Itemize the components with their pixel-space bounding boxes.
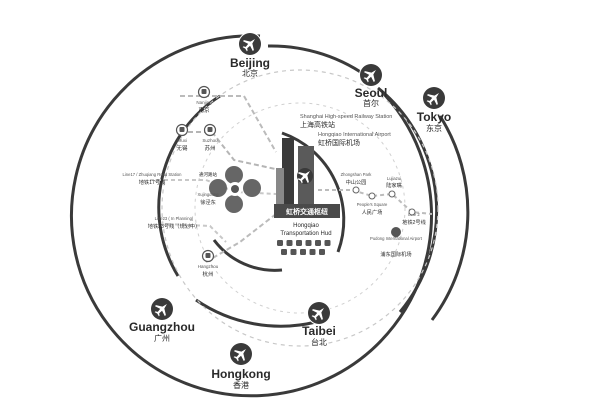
coach-icon	[309, 249, 316, 255]
metro-label-xujing_zh: 徐泾东	[200, 198, 216, 206]
hub-building-rail	[282, 138, 294, 210]
car-icon	[324, 240, 331, 246]
airplane-icon	[277, 240, 283, 246]
hub-airport-zh: 虹桥国际机场	[318, 138, 360, 147]
station-name-zh: 无锡	[176, 144, 188, 152]
city-name-zh: 广州	[154, 333, 170, 343]
middle-ring-arc	[377, 86, 439, 313]
hub-title-en-1: Hongqiao	[293, 223, 319, 229]
hub-ring-arc-left	[212, 239, 283, 272]
train-glyph	[201, 89, 207, 94]
hub-banner-text: 虹桥交通枢纽	[286, 207, 328, 216]
rail-line-nanjing	[180, 95, 277, 153]
metro-label-zhujia_en: 通河路站	[199, 171, 217, 178]
hub-railway-zh: 上海高铁站	[300, 120, 335, 129]
hub-title-en-2: Transportation Hud	[280, 231, 331, 237]
station-name-zh: 苏州	[204, 144, 215, 152]
metro-label-pudong_en: Pudong International Airport	[370, 236, 423, 241]
airplane-icon	[391, 227, 401, 237]
hub-center	[274, 138, 340, 218]
city-name-zh: 首尔	[363, 98, 379, 108]
city-name-zh: 北京	[242, 68, 258, 78]
bus-icon	[305, 240, 312, 246]
outer-ring-arc-right	[430, 115, 470, 321]
station-name-en: Nanjing	[196, 100, 212, 105]
car-icon	[300, 249, 306, 255]
hub-banner	[274, 204, 340, 218]
train-icon	[286, 240, 293, 246]
hub-ring-arc	[281, 131, 346, 253]
metro-station-dot	[408, 208, 416, 216]
hub-building-annex	[276, 168, 284, 208]
city-name-en: Hongkong	[211, 367, 270, 381]
metro-label-zhuqiao_zh: 地铁17号线	[139, 178, 166, 186]
station-name-en: Hangzhou	[198, 264, 219, 269]
hub-airport-en: Hongqiao International Airport	[318, 132, 391, 138]
dashed-orbit	[161, 69, 439, 347]
metro-label-lujiazui_en: Lujiazui	[387, 176, 401, 181]
city-name-zh: 台北	[311, 337, 327, 347]
city-name-en: Seoul	[355, 86, 388, 100]
city-name-en: Tokyo	[417, 110, 451, 124]
metro-station-dot	[388, 190, 396, 198]
middle-ring-arc-top	[267, 44, 373, 82]
metro-label-zhongshan_zh: 中山公园	[346, 178, 367, 186]
city-name-en: Taibei	[302, 324, 336, 338]
station-name-zh: 南京	[198, 106, 210, 114]
bus-icon	[290, 249, 297, 255]
metro-label-zhongshan_en: Zhongshan Park	[341, 172, 373, 177]
rail-line-hangzhou	[205, 213, 277, 263]
dashed-orbit-inner	[194, 102, 406, 314]
metro-interchange-flower	[209, 166, 261, 213]
station-name-en: Suzhou	[202, 138, 218, 143]
train-glyph	[205, 253, 211, 258]
train-glyph	[207, 127, 213, 132]
inner-ring-arc-bottom	[195, 298, 317, 328]
metro-label-pudong_zh: 浦东国际机场	[380, 250, 411, 258]
metro-line-23	[167, 223, 227, 243]
metro-label-line2_zh: 地铁2号线	[402, 218, 426, 226]
metro-icon	[296, 240, 302, 246]
taxi-icon	[319, 249, 325, 255]
metro-label-line23_en: Line23 ( In Planning)	[155, 216, 194, 221]
city-name-zh: 东京	[426, 123, 442, 133]
metro-label-line23_zh: 地铁23号线（规划中）	[148, 222, 200, 230]
city-name-en: Beijing	[230, 56, 270, 70]
rail-line-wuxi	[180, 131, 281, 171]
metro-label-peoples_zh: 人民广场	[362, 208, 383, 216]
coach-icon	[281, 249, 287, 255]
inner-ring-arc	[157, 94, 221, 277]
metro-station-dot	[368, 192, 376, 200]
metro-station-dot	[352, 186, 360, 194]
train-glyph	[179, 127, 185, 132]
pudong-airport	[391, 227, 401, 237]
metro-label-lujiazui_zh: 陆家嘴	[386, 181, 402, 189]
outer-ring-arc	[69, 34, 433, 398]
hub-railway-en: Shanghai High-speed Railway Station	[300, 114, 392, 120]
metro-label-xujing_en: Xujingdong	[198, 192, 220, 197]
taxi-icon	[315, 240, 321, 246]
outer-rings	[69, 34, 470, 398]
station-name-en: Wuxi	[177, 138, 187, 143]
station-name-zh: 杭州	[202, 270, 213, 278]
metro-label-peoples_en: People's Square	[357, 202, 388, 207]
city-name-zh: 香港	[233, 380, 249, 390]
city-name-en: Guangzhou	[129, 320, 195, 334]
metro-label-zhuqiao_en: Line17 / Zhuqiang Road Station	[123, 172, 183, 177]
